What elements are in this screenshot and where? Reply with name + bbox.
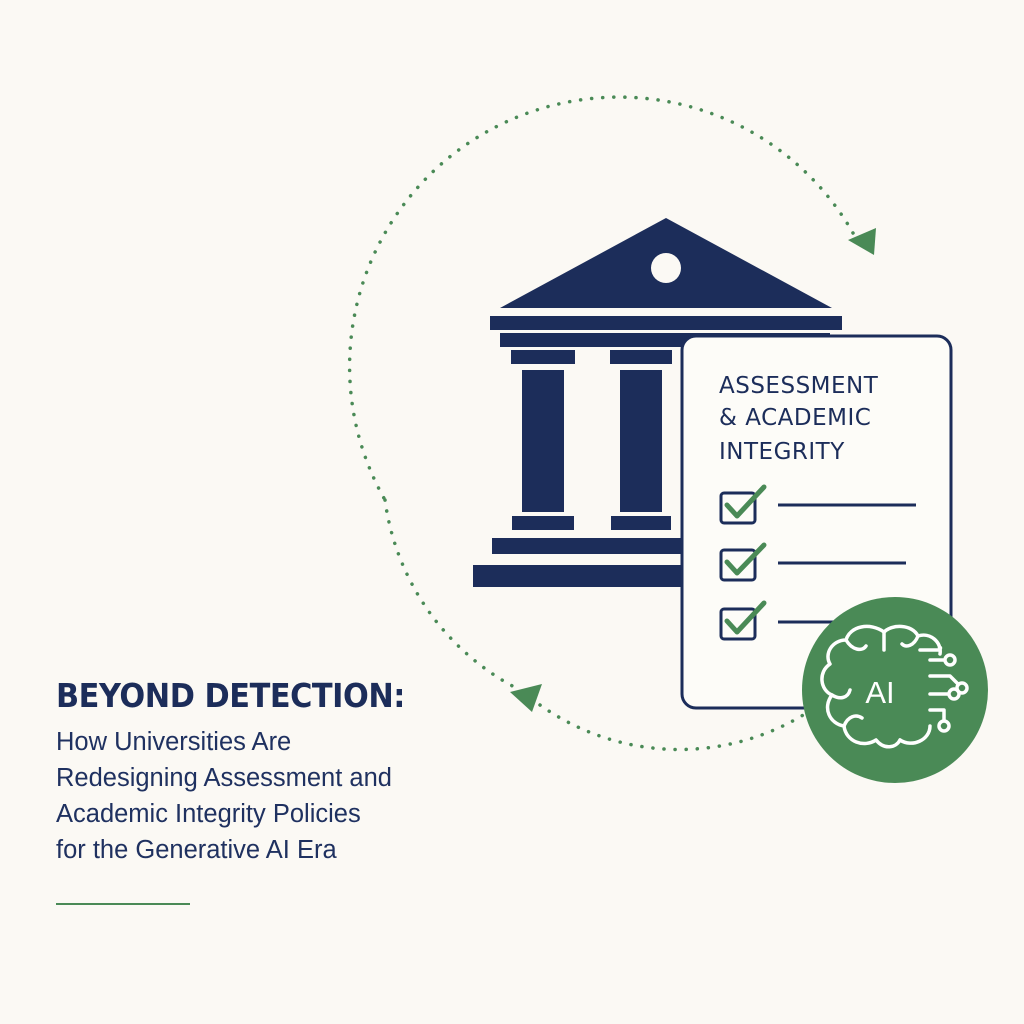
arrowhead-bottom-icon — [510, 684, 542, 712]
checklist-item — [719, 484, 916, 525]
card-title-line-3: INTEGRITY — [719, 439, 845, 465]
checklist-item — [719, 600, 840, 641]
checkbox-icon — [719, 491, 757, 525]
cycle-arrows-icon — [347, 95, 876, 752]
card-title-line-1: ASSESSMENT — [719, 373, 879, 399]
card-title-line-2: & ACADEMIC — [719, 405, 871, 431]
subhead-line-2: Redesigning Assessment and — [56, 763, 392, 792]
checkbox-icon — [719, 548, 757, 582]
title-block: BEYOND DETECTION: How Universities Are R… — [56, 676, 486, 868]
accent-underline — [56, 903, 190, 905]
subhead-line-1: How Universities Are — [56, 727, 292, 756]
checkbox-icon — [719, 607, 757, 641]
checkmark-icon — [724, 600, 767, 635]
checkmark-icon — [724, 484, 767, 519]
ai-badge-label: AI — [865, 675, 894, 710]
subhead-line-4: for the Generative AI Era — [56, 835, 337, 864]
subheadline: How Universities Are Redesigning Assessm… — [56, 724, 486, 868]
arrowhead-top-icon — [848, 228, 876, 255]
checkmark-icon — [724, 542, 767, 576]
headline: BEYOND DETECTION: — [56, 676, 405, 715]
subhead-line-3: Academic Integrity Policies — [56, 799, 361, 828]
checklist-item — [719, 542, 906, 582]
ai-brain-badge: AI — [802, 597, 988, 783]
brain-icon — [820, 624, 969, 749]
